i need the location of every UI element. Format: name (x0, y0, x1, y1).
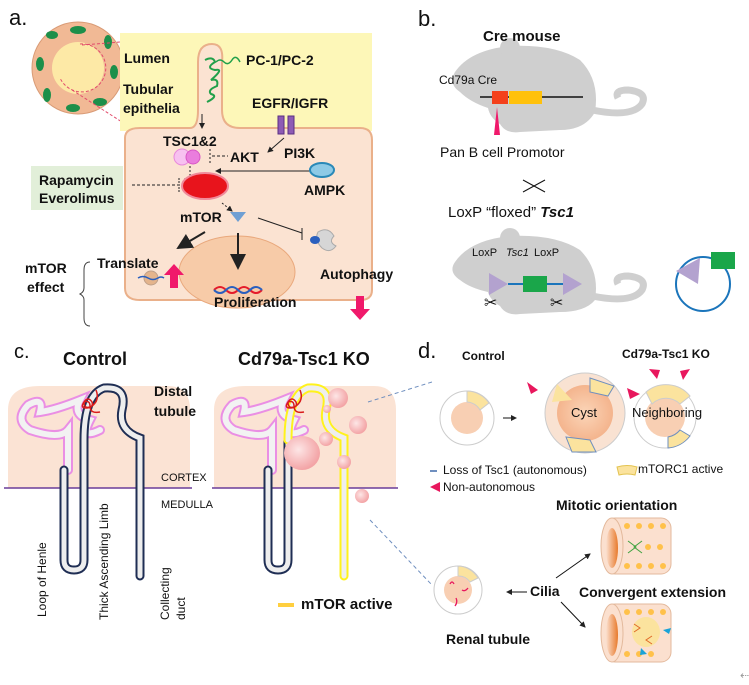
svg-text:✂: ✂ (550, 293, 563, 312)
svg-text:✂: ✂ (484, 293, 497, 312)
panel-a-graphic (31, 21, 373, 327)
panel-b-letter: b. (418, 6, 437, 31)
loxp-right-label: LoxP (534, 247, 560, 259)
panel-a-letter: a. (9, 5, 28, 30)
ampk-label: AMPK (304, 182, 346, 198)
medulla-label: MEDULLA (161, 499, 213, 511)
translate-label: Translate (97, 255, 159, 271)
drug-label-rapamycin: Rapamycin (39, 172, 114, 188)
mitotic-orientation-label: Mitotic orientation (556, 497, 678, 513)
autophagy-label: Autophagy (320, 266, 394, 282)
panel-d-letter: d. (418, 338, 437, 363)
floxed-title-text: LoxP “floxed” (448, 204, 541, 221)
tsc1-label: Tsc1 (506, 247, 529, 259)
cilia-label: Cilia (530, 583, 560, 599)
proliferation-label: Proliferation (214, 294, 297, 310)
floxed-mouse (452, 228, 647, 315)
cre-mouse (452, 38, 647, 133)
loxp-left-label: LoxP (472, 247, 498, 259)
drug-box: Rapamycin Everolimus (31, 166, 123, 210)
promoter-label: Pan B cell Promotor (440, 144, 565, 160)
collecting-duct-label-line2: duct (174, 597, 188, 620)
loop-of-henle-label: Loop of Henle (35, 542, 49, 617)
mitotic-tube (600, 517, 672, 575)
ko-title: Cd79a-Tsc1 KO (238, 349, 370, 369)
floxed-title-gene: Tsc1 (540, 204, 574, 221)
panel-c-letter: c. (14, 341, 30, 363)
tubular-label-line1: Tubular (123, 81, 174, 97)
collecting-duct-label-line1: Collecting (158, 567, 172, 620)
loss-of-tsc1-legend: Loss of Tsc1 (autonomous) (443, 463, 587, 477)
panel-d-graphic (430, 369, 697, 663)
cyst-label: Cyst (571, 405, 597, 420)
floxed-title: LoxP “floxed” Tsc1 (448, 205, 574, 220)
mtorc1-active-legend: mTORC1 active (638, 462, 724, 476)
drug-label-everolimus: Everolimus (39, 190, 115, 206)
convergent-extension-label: Convergent extension (579, 584, 727, 600)
distal-label-line1: Distal (154, 383, 193, 399)
cre-mouse-title: Cre mouse (483, 28, 561, 45)
neighboring-label: Neighboring (632, 405, 703, 420)
convergent-tube (600, 603, 672, 663)
panel-c-graphic (4, 381, 433, 607)
control-title: Control (63, 349, 127, 369)
d-ko-title: Cd79a-Tsc1 KO (622, 347, 710, 361)
cortex-label: CORTEX (161, 472, 207, 484)
cd79a-cre-label: Cd79a Cre (439, 73, 498, 87)
egfr-label: EGFR/IGFR (252, 95, 329, 111)
distal-label-line2: tubule (154, 403, 196, 419)
thick-ascending-limb-label: Thick Ascending Limb (97, 503, 111, 620)
tsc-label: TSC1&2 (163, 133, 217, 149)
panel-b-graphic: ✂ ✂ (452, 38, 735, 315)
lumen-label: Lumen (124, 50, 170, 66)
akt-label: AKT (230, 149, 259, 165)
renal-tubule-label: Renal tubule (446, 631, 531, 647)
pi3k-label: PI3K (284, 145, 316, 161)
tubular-label-line2: epithelia (123, 100, 180, 116)
non-autonomous-legend: Non-autonomous (443, 480, 536, 494)
cysts (284, 388, 369, 503)
mtor-effect-label-line2: effect (27, 279, 65, 295)
mtor-active-legend-label: mTOR active (301, 596, 393, 613)
mtor-effect-label-line1: mTOR (25, 260, 67, 276)
mtor-label: mTOR (180, 209, 222, 225)
tubule-cross-section (31, 21, 186, 123)
pc-label: PC-1/PC-2 (246, 52, 314, 68)
corner-mark: ⇠ (740, 670, 749, 682)
d-control-title: Control (462, 349, 505, 363)
